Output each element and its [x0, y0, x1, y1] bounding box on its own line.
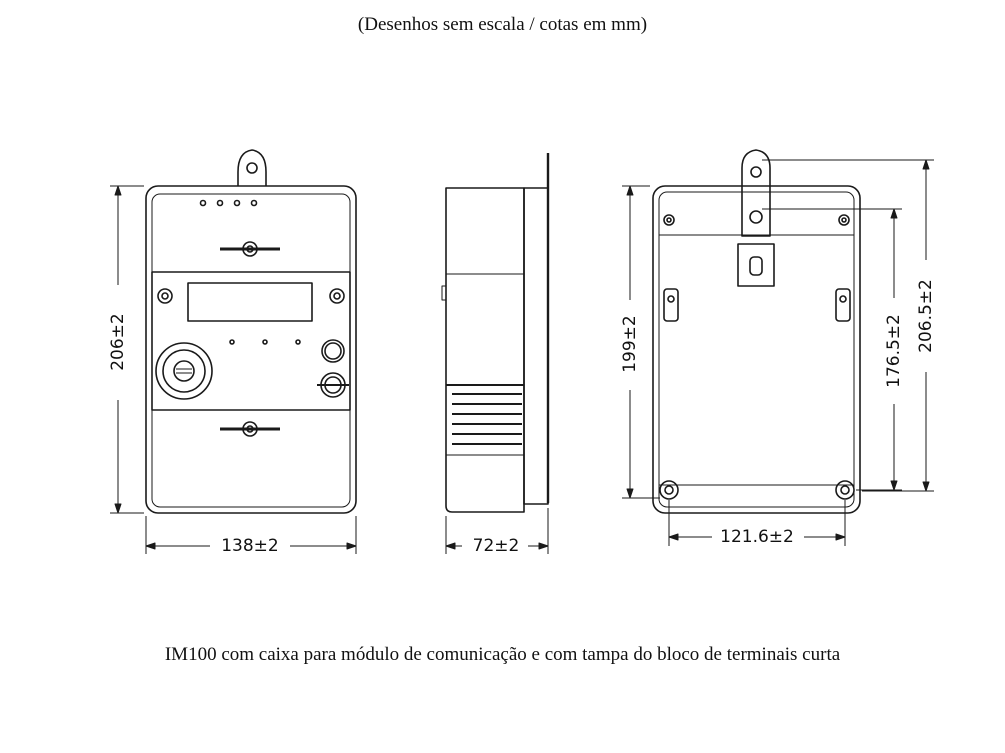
rear-housing [652, 185, 861, 514]
front-screws [157, 288, 345, 304]
side-back-block [523, 187, 549, 505]
front-view: 206±2 138±2 [108, 149, 357, 556]
front-lock [317, 372, 349, 398]
side-terminal-fins [452, 393, 522, 445]
side-view: 72±2 [441, 153, 550, 556]
front-height-dimension [110, 185, 144, 514]
side-depth-dimension [445, 508, 549, 554]
rear-height-label-c: 206.5±2 [916, 279, 936, 353]
front-housing [145, 185, 357, 514]
front-hanger-hook [237, 149, 267, 186]
rear-view: 199±2 176.5±2 206.5±2 [620, 149, 936, 547]
rear-bottom-mounts [659, 480, 855, 500]
side-terminal-cover [445, 384, 525, 456]
rear-height-label-b: 176.5±2 [884, 314, 904, 388]
rear-width-dimension [668, 500, 846, 546]
front-width-dimension [145, 516, 357, 554]
rear-width-label: 121.6±2 [720, 527, 794, 547]
side-depth-label: 72±2 [473, 536, 520, 556]
front-panel [151, 271, 351, 411]
rear-height-dimension-c [762, 159, 934, 492]
rear-recess [658, 234, 855, 486]
front-seal-bottom [220, 421, 280, 437]
rear-height-label-a: 199±2 [620, 315, 640, 373]
front-lcd-display [187, 282, 313, 322]
rear-clip-left [663, 288, 679, 322]
drawing-note: (Desenhos sem escala / cotas em mm) [357, 14, 648, 35]
rear-clip-right [835, 288, 851, 322]
rear-hanger-bracket [741, 149, 771, 237]
front-width-label: 138±2 [221, 536, 279, 556]
rear-top-screws [663, 214, 850, 226]
rear-height-dimension-a [622, 185, 660, 499]
rear-bracket-slot [737, 243, 775, 287]
front-optical-port [155, 342, 213, 400]
side-housing [445, 187, 525, 513]
front-led-row [199, 199, 258, 207]
front-height-label: 206±2 [108, 313, 128, 371]
front-indicator-dots [229, 339, 301, 345]
front-hanger-hole [246, 162, 258, 174]
figure-caption: IM100 com caixa para módulo de comunicaç… [164, 644, 841, 665]
front-button [321, 339, 345, 363]
rear-housing-inner [658, 191, 855, 508]
rear-height-dimension-b [762, 208, 902, 491]
front-seal-top [220, 241, 280, 257]
